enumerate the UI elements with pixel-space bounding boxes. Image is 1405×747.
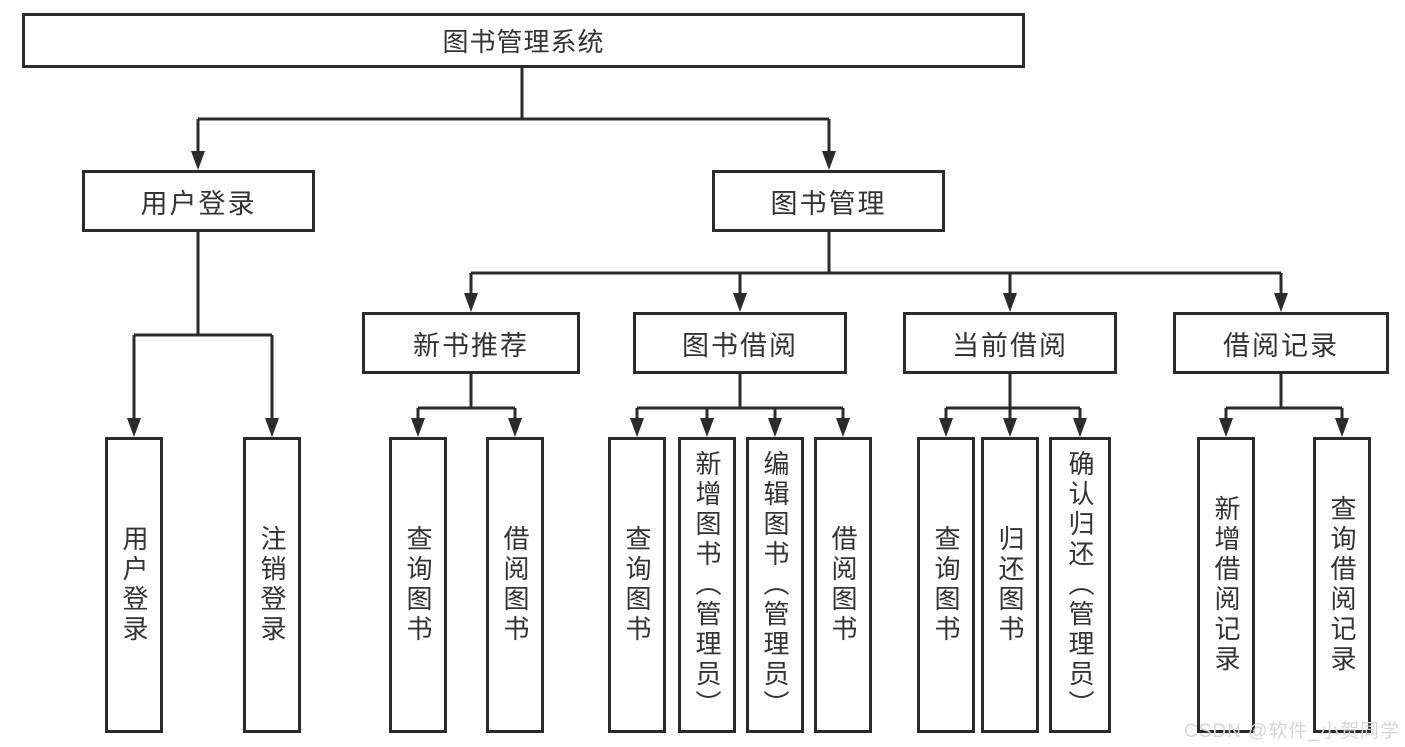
node-library-management-system-label: 图书管理系统 [442,27,605,57]
node-new-book-recommend: 新书推荐 [362,312,580,374]
leaf-confirm-return-admin: 确认归还（管理员） [1049,437,1111,733]
leaf-query-books-borrow-label: 查询图书 [622,525,652,645]
node-library-management-system: 图书管理系统 [22,13,1025,68]
node-book-borrow: 图书借阅 [633,312,847,374]
node-borrow-records-label: 借阅记录 [1223,330,1339,361]
leaf-query-books-recommend-label: 查询图书 [403,525,433,645]
leaf-query-borrow-record: 查询借阅记录 [1313,437,1371,733]
leaf-return-books: 归还图书 [981,437,1039,733]
leaf-logout: 注销登录 [243,437,301,733]
leaf-query-borrow-record-label: 查询借阅记录 [1327,495,1357,675]
watermark: CSDN @软件_小贺同学 [1184,721,1400,742]
leaf-add-books-admin-label: 新增图书（管理员） [692,450,722,720]
node-book-management-label: 图书管理 [770,188,887,219]
leaf-add-borrow-record: 新增借阅记录 [1197,437,1255,733]
node-user-login: 用户登录 [82,170,315,232]
node-current-borrow: 当前借阅 [903,312,1117,374]
leaf-query-books-current-label: 查询图书 [931,525,961,645]
arrow-down-icon [733,293,747,312]
leaf-borrow-books-recommend-label: 借阅图书 [500,525,530,645]
arrow-down-icon [768,418,782,437]
arrow-down-icon [411,418,425,437]
leaf-borrow-books-recommend: 借阅图书 [486,437,544,733]
arrow-down-icon [1335,418,1349,437]
leaf-confirm-return-admin-label: 确认归还（管理员） [1065,450,1095,720]
arrow-down-icon [265,418,279,437]
leaf-query-books-borrow: 查询图书 [608,437,666,733]
leaf-edit-books-admin: 编辑图书（管理员） [746,437,804,733]
node-new-book-recommend-label: 新书推荐 [413,330,529,361]
arrow-down-icon [1274,293,1288,312]
leaf-query-books-current: 查询图书 [917,437,975,733]
leaf-query-books-recommend: 查询图书 [389,437,447,733]
leaf-logout-label: 注销登录 [257,525,287,645]
arrow-down-icon [630,418,644,437]
node-borrow-records: 借阅记录 [1173,312,1389,374]
arrow-down-icon [1219,418,1233,437]
node-current-borrow-label: 当前借阅 [952,330,1068,361]
arrow-down-icon [836,418,850,437]
arrow-down-icon [508,418,522,437]
arrow-down-icon [191,151,205,170]
arrow-down-icon [939,418,953,437]
arrow-down-icon [127,418,141,437]
arrow-down-icon [464,293,478,312]
arrow-down-icon [1073,418,1087,437]
leaf-add-books-admin: 新增图书（管理员） [678,437,736,733]
node-book-borrow-label: 图书借阅 [682,330,798,361]
arrow-down-icon [1003,293,1017,312]
leaf-edit-books-admin-label: 编辑图书（管理员） [760,450,790,720]
node-user-login-label: 用户登录 [140,188,257,219]
leaf-user-login-label: 用户登录 [119,525,149,645]
arrow-down-icon [1003,418,1017,437]
leaf-user-login: 用户登录 [105,437,163,733]
leaf-borrow-books: 借阅图书 [814,437,872,733]
leaf-add-borrow-record-label: 新增借阅记录 [1211,495,1241,675]
leaf-return-books-label: 归还图书 [995,525,1025,645]
node-book-management: 图书管理 [712,170,945,232]
arrow-down-icon [700,418,714,437]
leaf-borrow-books-label: 借阅图书 [828,525,858,645]
arrow-down-icon [822,151,836,170]
